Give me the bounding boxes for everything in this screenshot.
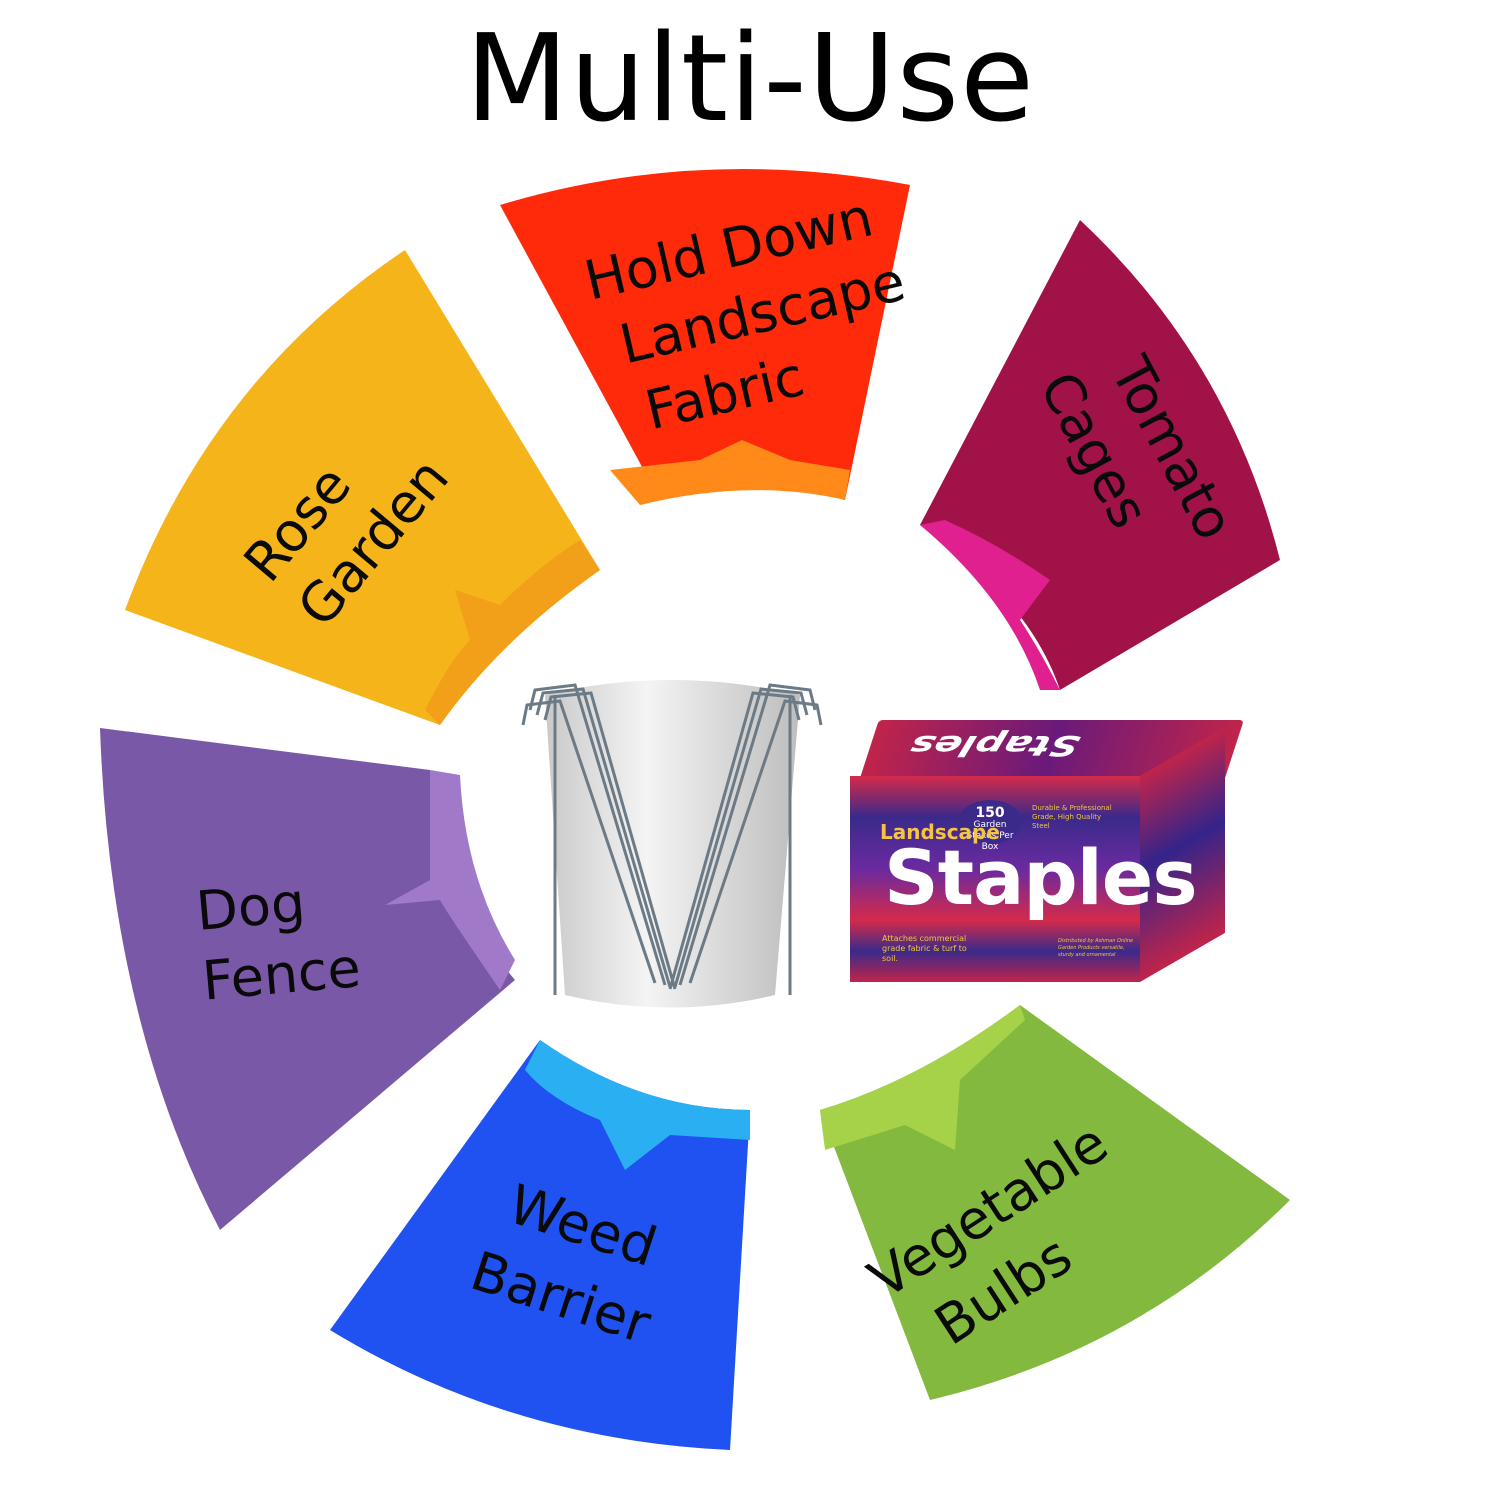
product-box: Staples 150 Garden Stakes Per Box Durabl… [850, 720, 1244, 982]
segment-label: Fence [200, 936, 363, 1013]
segment-vegetable: Vegetable Bulbs [820, 1005, 1290, 1400]
box-count: 150 [975, 805, 1005, 821]
box-badge-text: Garden Stakes Per Box [966, 820, 1014, 852]
page-title: Multi-Use [465, 10, 1035, 149]
segment-rose: Rose Garden [125, 250, 600, 725]
box-distributor-text: Distributed by Ashman Online Garden Prod… [1058, 938, 1134, 958]
box-durable-text: Durable & Professional Grade, High Quali… [1032, 804, 1112, 830]
svg-text:Dog Fence: Dog Fence [194, 866, 363, 1012]
garden-staples-image [521, 680, 823, 1008]
segment-weed: Weed Barrier [330, 1040, 750, 1450]
box-attach-text: Attaches commercial grade fabric & turf … [882, 934, 967, 963]
box-main-label: Staples [884, 833, 1198, 922]
segment-label: Dog [194, 871, 308, 943]
box-top-label: Staples [905, 728, 1085, 762]
box-brand-label: Landscape [880, 820, 1000, 844]
segment-dog: Dog Fence [100, 728, 515, 1230]
segment-tomato: Tomato Cages [920, 220, 1280, 690]
box-count-badge: 150 Garden Stakes Per Box [958, 800, 1022, 852]
segment-hold-down: Hold Down Landscape Fabric [500, 169, 911, 505]
